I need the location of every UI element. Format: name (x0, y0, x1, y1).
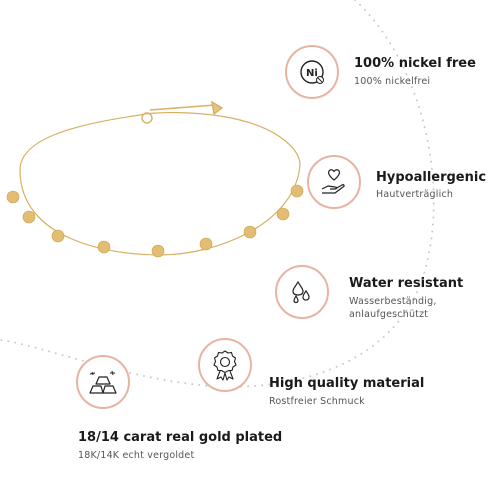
nickel-free-icon: Ni (300, 60, 324, 84)
feature-badge-gold (76, 355, 130, 409)
feature-title-quality: High quality material (269, 376, 425, 391)
feature-subtitle-water-2: anlaufgeschützt (349, 309, 429, 320)
feature-subtitle-quality: Rostfreier Schmuck (269, 396, 365, 407)
gold-bars-icon (89, 370, 117, 394)
award-ribbon-icon (213, 350, 237, 381)
feature-title-nickel: 100% nickel free (354, 56, 476, 71)
svg-text:Ni: Ni (306, 68, 318, 79)
feature-subtitle-hypoallergenic: Hautverträglich (376, 189, 454, 200)
feature-title-hypoallergenic: Hypoallergenic (376, 170, 487, 185)
feature-title-gold: 18/14 carat real gold plated (78, 430, 283, 445)
hand-heart-icon (321, 169, 345, 194)
feature-title-water: Water resistant (349, 276, 464, 291)
feature-subtitle-gold: 18K/14K echt vergoldet (78, 450, 195, 461)
water-drops-icon (292, 280, 310, 304)
feature-subtitle-nickel: 100% nickelfrei (354, 76, 431, 87)
feature-badge-water (275, 265, 329, 319)
feature-badge-nickel: Ni (285, 45, 339, 99)
feature-subtitle-water-1: Wasserbeständig, (349, 296, 437, 307)
feature-badge-hypoallergenic (307, 155, 361, 209)
feature-badge-quality (198, 338, 252, 392)
